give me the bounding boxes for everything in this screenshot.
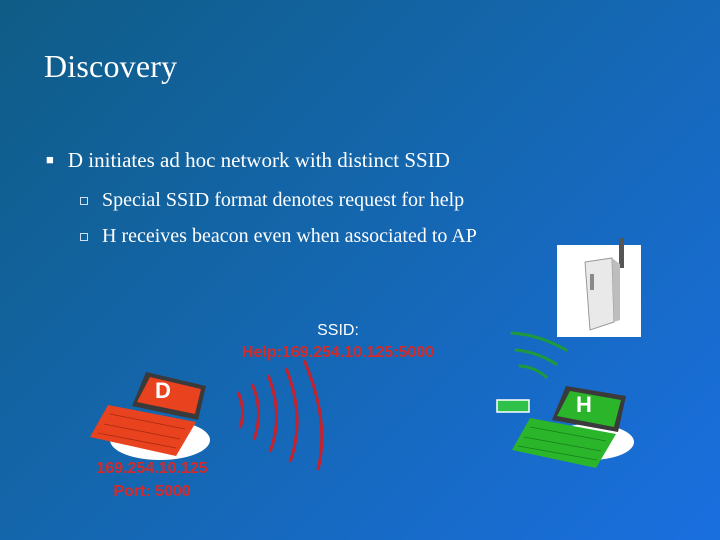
- sub-bullet-item: Special SSID format denotes request for …: [80, 189, 464, 212]
- network-card-icon: [496, 399, 530, 413]
- sub-bullet-item: H receives beacon even when associated t…: [80, 225, 477, 248]
- access-point-icon: [557, 238, 641, 337]
- laptop-d-icon: [90, 372, 210, 460]
- ssid-caption: SSID: Help:169.254.10.125:5000: [218, 320, 458, 364]
- sub-bullet-square-icon: [80, 196, 88, 205]
- sub-bullet-square-icon: [80, 232, 88, 241]
- laptop-h-icon: [512, 386, 634, 468]
- device-d-port: Port: 5000: [113, 483, 191, 500]
- signal-arcs-icon: [236, 359, 324, 471]
- ssid-label: SSID:: [317, 322, 359, 339]
- device-d-info: 169.254.10.125 Port: 5000: [72, 457, 232, 503]
- device-d-ip: 169.254.10.125: [96, 460, 208, 477]
- sub-bullet-text: Special SSID format denotes request for …: [102, 189, 465, 211]
- bullet-item: ■ D initiates ad hoc network with distin…: [46, 148, 450, 173]
- sub-bullet-text: H receives beacon even when associated t…: [102, 225, 477, 247]
- device-d-label: D: [155, 378, 171, 403]
- bullet-square-icon: ■: [46, 151, 54, 167]
- beacon-waves-icon: [510, 331, 568, 379]
- bullet-text: D initiates ad hoc network with distinct…: [67, 148, 450, 172]
- ssid-value: Help:169.254.10.125:5000: [241, 344, 435, 361]
- device-h-label: H: [576, 392, 592, 417]
- slide-title: Discovery: [44, 48, 178, 84]
